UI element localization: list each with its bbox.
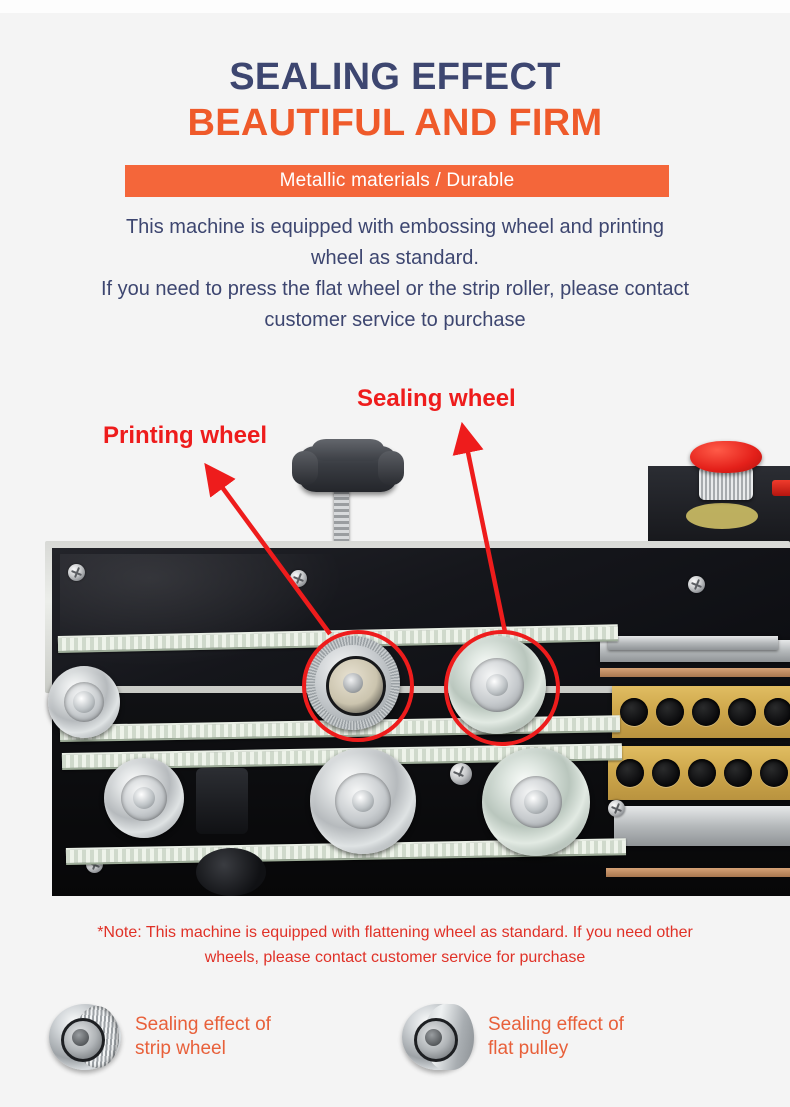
panel-screw [688,576,705,593]
printing-wheel-highlight-circle [302,630,414,742]
flat-pulley-caption-line-1: Sealing effect of [488,1014,624,1035]
lower-pulley-center [310,748,416,854]
sealing-wheel-label: Sealing wheel [357,385,516,412]
headline-line-2: BEAUTIFUL AND FIRM [187,102,603,144]
headline-block: SEALING EFFECT BEAUTIFUL AND FIRM [0,55,790,145]
idler-pulley-left [48,666,120,738]
front-panel-upper [52,548,790,686]
heater-hole [728,698,756,726]
subtitle-banner: Metallic materials / Durable [125,165,669,197]
black-bracket [196,768,248,834]
strip-wheel-race [61,1018,105,1062]
knob-lobe-right [378,451,404,485]
headline-line-1: SEALING EFFECT [229,56,561,98]
strip-wheel-icon [45,998,125,1076]
heater-hole [764,698,790,726]
panel-screw [290,570,307,587]
heater-hole [616,759,644,787]
mount-screw [450,763,472,785]
black-roller [196,848,266,896]
heater-hole [688,759,716,787]
flat-pulley-bore [425,1029,442,1046]
pulley-boss [133,787,155,809]
heater-hole [620,698,648,726]
pulley-boss [73,691,95,713]
pulley-boss [524,790,548,814]
printing-wheel-label: Printing wheel [103,422,268,449]
description-paragraph: This machine is equipped with embossing … [40,212,750,336]
wheel-option-flat: Sealing effect of flat pulley [398,998,624,1076]
side-indicator [772,480,790,496]
lower-rail [614,806,790,846]
description-line-1: This machine is equipped with embossing … [125,216,665,238]
wheel-option-strip: Sealing effect of strip wheel [45,998,271,1076]
gold-heating-block-lower [608,746,790,800]
heater-hole [656,698,684,726]
estop-label-patch [686,503,758,529]
flat-pulley-caption-line-2: flat pulley [488,1038,569,1059]
heater-hole [760,759,788,787]
panel-screw [68,564,85,581]
description-line-3: If you need to press the flat wheel or t… [100,278,690,300]
heater-hole [652,759,680,787]
footnote: *Note: This machine is equipped with fla… [45,920,745,970]
panel-screw [608,800,625,817]
machine-photo: Printing wheel Sealing wheel [0,348,790,896]
description-line-4: customer service to purchase [264,309,526,331]
strip-wheel-bore [72,1029,89,1046]
flat-pulley-caption: Sealing effect of flat pulley [488,1013,624,1061]
heater-hole [692,698,720,726]
lower-pulley-left [104,758,184,838]
copper-strip-lower [606,868,790,877]
strip-wheel-caption-line-1: Sealing effect of [135,1014,271,1035]
description-line-2: wheel as standard. [311,247,479,269]
heater-hole [724,759,752,787]
knob-lobe-left [292,451,318,485]
sealing-wheel-highlight-circle [444,630,560,746]
footnote-line-1: *Note: This machine is equipped with fla… [97,924,693,941]
pulley-boss [352,790,374,812]
flat-pulley-icon [398,998,478,1076]
gold-heating-block-upper [612,686,790,738]
subtitle-banner-text: Metallic materials / Durable [279,170,515,191]
footnote-line-2: wheels, please contact customer service … [204,949,586,966]
strip-wheel-caption-line-2: strip wheel [135,1038,226,1059]
clamp-bar [608,636,778,650]
wheel-options-row: Sealing effect of strip wheel Sealing ef… [0,990,790,1090]
top-white-strip [0,0,790,13]
copper-strip [600,668,790,677]
strip-wheel-caption: Sealing effect of strip wheel [135,1013,271,1061]
adjustment-knob [292,439,404,492]
emergency-stop-button[interactable] [690,441,762,473]
lower-pulley-right [482,748,590,856]
